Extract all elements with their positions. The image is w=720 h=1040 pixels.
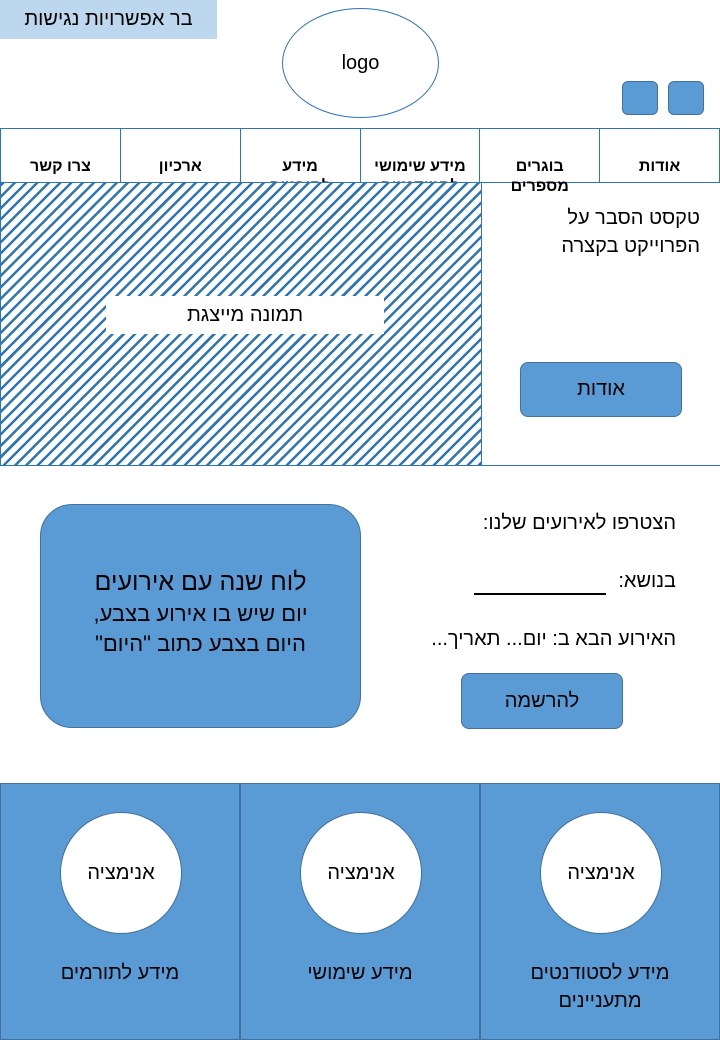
- nav-item-label: צרו קשר: [30, 158, 91, 175]
- calendar-title: לוח שנה עם אירועים: [94, 568, 307, 596]
- animation-placeholder: אנימציה: [540, 812, 662, 934]
- nav-item-contact[interactable]: צרו קשר: [1, 129, 120, 182]
- card-label: מידע לסטודנטים מתעניינים: [530, 962, 670, 1012]
- nav-item-label: אודות: [638, 158, 681, 175]
- nav-item-student-info[interactable]: מידע שימושי לסטודנטים: [359, 129, 480, 195]
- nav-item-label: ארכיון: [158, 158, 202, 175]
- animation-label: אנימציה: [567, 861, 635, 884]
- header-square-button-1[interactable]: [622, 81, 658, 115]
- card-useful-info[interactable]: אנימציה מידע שימושי: [240, 783, 480, 1040]
- main-nav: אודות בוגרים מספרים מידע שימושי לסטודנטי…: [0, 128, 720, 195]
- events-topic-blank: [474, 593, 606, 595]
- nav-item-alumni[interactable]: בוגרים מספרים: [479, 129, 599, 195]
- hero-description: טקסט הסבר על הפרוייקט בקצרה: [561, 207, 700, 257]
- about-button[interactable]: אודות: [520, 362, 682, 417]
- hero-image-caption: תמונה מייצגת: [186, 303, 304, 326]
- card-student-info[interactable]: אנימציה מידע לסטודנטים מתעניינים: [480, 783, 720, 1040]
- nav-item-about[interactable]: אודות: [599, 129, 719, 182]
- nav-item-archive[interactable]: ארכיון: [119, 129, 240, 182]
- events-calendar[interactable]: לוח שנה עם אירועים יום שיש בו אירוע בצבע…: [40, 504, 361, 728]
- register-button-label: להרשמה: [504, 689, 580, 712]
- logo-label: logo: [341, 51, 380, 74]
- hero-image-label: תמונה מייצגת: [106, 296, 384, 334]
- info-cards: אנימציה מידע לסטודנטים מתעניינים אנימציה…: [0, 783, 720, 1040]
- register-button[interactable]: להרשמה: [461, 673, 623, 729]
- accessibility-bar-label: בר אפשרויות נגישות: [24, 8, 193, 30]
- logo[interactable]: logo: [282, 8, 439, 118]
- about-button-label: אודות: [577, 378, 625, 400]
- card-donor-info[interactable]: אנימציה מידע לתורמים: [0, 783, 240, 1040]
- card-label: מידע לתורמים: [60, 962, 180, 984]
- events-topic-label: בנושא:: [618, 570, 676, 592]
- nav-item-label: בוגרים מספרים: [510, 158, 569, 195]
- header-square-button-2[interactable]: [668, 81, 704, 115]
- accessibility-bar[interactable]: בר אפשרויות נגישות: [0, 0, 217, 39]
- next-event-text: האירוע הבא ב: יום... תאריך...: [431, 628, 676, 650]
- animation-placeholder: אנימציה: [60, 812, 182, 934]
- section-divider: [0, 465, 720, 466]
- animation-placeholder: אנימציה: [300, 812, 422, 934]
- calendar-description: יום שיש בו אירוע בצבע, היום בצבע כתוב "ה…: [93, 601, 308, 656]
- animation-label: אנימציה: [327, 861, 395, 884]
- events-join-text: הצטרפו לאירועים שלנו:: [482, 512, 676, 534]
- card-label: מידע שימושי: [307, 962, 413, 984]
- animation-label: אנימציה: [87, 861, 155, 884]
- nav-item-donor-info[interactable]: מידע לתורמים: [239, 129, 360, 195]
